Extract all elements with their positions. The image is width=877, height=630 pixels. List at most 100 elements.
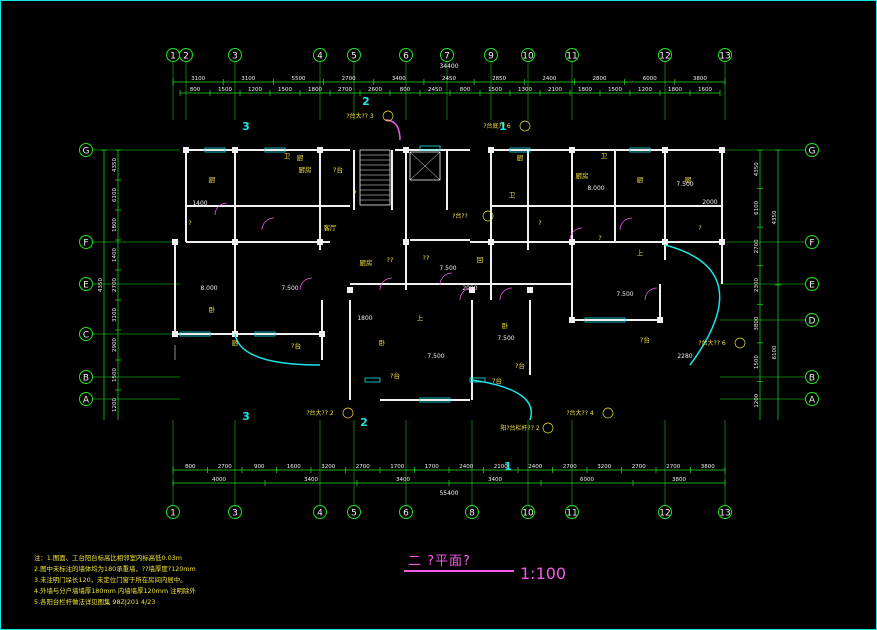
axis-label-left-circle	[79, 235, 93, 249]
dimension-top-row1-text: 2700	[342, 76, 356, 82]
section-mark: 2	[362, 95, 370, 108]
axis-label-top: 6	[403, 52, 409, 62]
door-swing	[261, 217, 275, 231]
axis-label-top-circle	[565, 48, 579, 62]
dimension-right-inner-text: 1500	[754, 355, 760, 369]
dimension-top-row2-text: 1500	[218, 87, 232, 93]
dimension-top-row2-text: 2700	[338, 87, 352, 93]
axis-label-top: 5	[351, 52, 357, 62]
room-label: ?	[698, 224, 701, 232]
axis-label-right-circle	[805, 143, 819, 157]
axis-label-top-circle	[347, 48, 361, 62]
window	[469, 377, 486, 383]
column	[662, 239, 668, 245]
axis-label-bottom: 6	[403, 509, 409, 519]
dimension-top-row1-text: 3100	[191, 76, 205, 82]
room-area: 7.500	[616, 291, 633, 298]
window	[629, 147, 651, 153]
section-mark: 3	[242, 410, 250, 423]
room-label: 卧	[379, 339, 386, 347]
dimension-bottom-row1-text: 1700	[390, 464, 404, 470]
axis-label-top: 3	[232, 52, 238, 62]
balcony-curve	[664, 244, 721, 366]
detail-reference: ?台底?? 6	[483, 122, 510, 130]
room-label: ??	[423, 254, 430, 262]
general-notes: 注：1.图面、工台阳台标高比相邻室内标高低0.03m 2.图中未标注的墙体均为1…	[34, 553, 196, 608]
note-line: 2.图中未标注的墙体均为180承重墙，??墙厚度?120mm	[34, 565, 196, 573]
column	[232, 239, 238, 245]
axis-label-top-circle	[658, 48, 672, 62]
window	[419, 145, 441, 151]
axis-label-bottom: 5	[351, 509, 357, 519]
room-label: 卫	[284, 152, 291, 160]
room-label: ??	[387, 256, 394, 264]
window	[204, 147, 226, 153]
dimension-bottom-row1-text: 2100	[494, 464, 508, 470]
section-mark: 2	[360, 416, 368, 429]
room-label: 客厅	[324, 223, 338, 232]
column	[569, 317, 575, 323]
dimension-top-row1-text: 2400	[542, 76, 556, 82]
column	[319, 331, 325, 337]
door-swing	[499, 287, 513, 301]
dimension-bottom-row1-text: 2700	[632, 464, 646, 470]
note-line: 4.外墙与分户墙墙厚180mm 内墙墙厚120mm 注明除外	[34, 587, 196, 595]
axis-label-bottom: 10	[522, 509, 534, 519]
room-label: ?台	[492, 376, 502, 385]
room-label: ?台	[333, 165, 343, 174]
axis-label-top: 13	[719, 52, 730, 62]
detail-reference-circle	[342, 407, 354, 419]
dimension-bottom-row2-text: 3400	[304, 477, 318, 483]
dimension-top-row1-text: 3100	[241, 76, 255, 82]
room-area: 7.500	[427, 353, 444, 360]
dimension-bottom-row1-text: 3200	[597, 464, 611, 470]
axis-label-top: 10	[522, 52, 534, 62]
dimension-right-inner-text: 2300	[754, 278, 760, 292]
axis-label-left-circle	[79, 143, 93, 157]
room-label: ?	[598, 234, 601, 242]
door-swing	[459, 287, 473, 301]
room-label: 上	[417, 313, 424, 322]
room-label: 厨房	[576, 171, 589, 180]
room-area: 1800	[357, 315, 372, 322]
window	[179, 331, 211, 337]
window	[509, 147, 531, 153]
column	[719, 147, 725, 153]
detail-reference: ?台大?? 4	[566, 409, 593, 417]
balcony-curve	[384, 119, 401, 141]
dimension-left-inner-text: 1800	[112, 218, 118, 232]
room-label: 卫	[601, 152, 608, 160]
window	[254, 331, 276, 337]
dimension-left-inner-text: 6100	[112, 188, 118, 202]
axis-label-left: A	[83, 396, 90, 406]
dimension-bottom-row2-text: 3800	[672, 477, 686, 483]
axis-label-bottom: 11	[566, 509, 577, 519]
dimension-bottom-row1-text: 1600	[287, 464, 301, 470]
dimension-top-row2-text: 2100	[548, 87, 562, 93]
room-label: 厨	[685, 176, 692, 184]
dimension-left-inner-text: 1200	[112, 398, 118, 412]
axis-label-bottom-circle	[718, 505, 732, 519]
room-label: ?	[538, 219, 541, 227]
door-swing	[214, 202, 228, 216]
column	[403, 147, 409, 153]
column	[488, 147, 494, 153]
column	[469, 287, 475, 293]
axis-label-bottom-circle	[228, 505, 242, 519]
axis-label-bottom: 8	[469, 509, 475, 519]
axis-label-left-circle	[79, 277, 93, 291]
axis-label-right: B	[809, 374, 815, 384]
balcony-curve	[471, 379, 532, 421]
room-area: 8.000	[200, 285, 217, 292]
axis-label-top-circle	[399, 48, 413, 62]
axis-label-top-circle	[718, 48, 732, 62]
dimension-left-inner-text: 2900	[112, 338, 118, 352]
axis-label-top-circle	[228, 48, 242, 62]
dimension-bottom-row2-text: 3400	[488, 477, 502, 483]
door-swing	[379, 277, 393, 291]
column	[317, 147, 323, 153]
axis-label-right-circle	[805, 370, 819, 384]
dimension-top-row2-text: 1200	[638, 87, 652, 93]
dimension-top-row1-text: 2450	[442, 76, 456, 82]
axis-label-bottom: 12	[659, 509, 670, 519]
